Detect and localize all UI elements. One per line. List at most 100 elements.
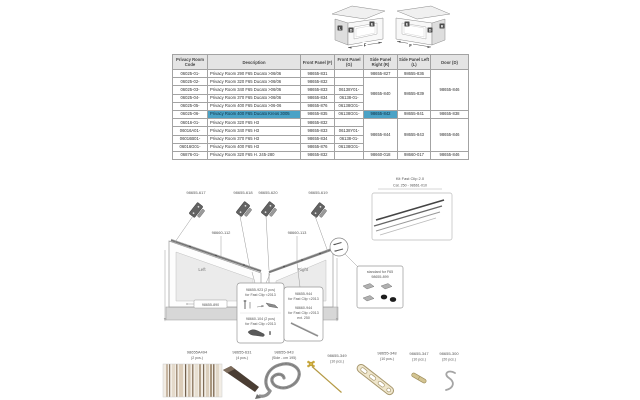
fast-clip-kit-box: Kit Fast Clip 2.0 Cat. 250 - 98661-010 — [371, 176, 453, 241]
panel-letter-E: E — [371, 23, 374, 27]
cell-side-panel-left: 98655-841 — [397, 109, 431, 120]
cell-front-panel-g: 06138Y01- — [334, 126, 364, 136]
bracket-3-image — [261, 201, 277, 217]
cell-description: Privacy Room 290 F65 Ducato >06/06 — [207, 69, 301, 79]
column-header: Side Panel Right (R) — [363, 53, 398, 71]
column-header: Side Panel Left (L) — [397, 53, 431, 71]
bracket-4-image — [311, 202, 327, 218]
column-header: Front Panel (G) — [334, 53, 364, 71]
cell-door: 98655-846 — [430, 118, 469, 152]
column-header: Description — [207, 53, 301, 71]
cell-front-panel-g: 06138G01- — [334, 101, 364, 112]
cell-privacy-room-code: 06025-03- — [172, 85, 208, 95]
cell-side-panel-left: 98655-843 — [397, 118, 431, 152]
cell-side-panel-right: 98655-842 — [363, 109, 398, 120]
screw-clip-icons — [243, 300, 279, 309]
cell-door: 98655-846 — [430, 69, 469, 111]
spare-parts-row: 98655A494 (2 pcs.) 98655-631 (4 pcs.) 98… — [162, 350, 459, 399]
panel-letter-F: F — [364, 43, 367, 48]
cell-description: Privacy Room 400 F65 Ducato >06-06 — [207, 101, 301, 112]
part-code: 98655-347 — [409, 351, 429, 356]
kit-box-title: Kit Fast Clip 2.0 — [396, 176, 425, 181]
fast-clip-callout-right: 98655-944 for Fast Clip <2013 98660-944 … — [283, 286, 324, 342]
left-panel-label: Left — [198, 267, 206, 272]
cell-door: 98655-846 — [430, 150, 469, 161]
fast-clip-callout-left: 98655-923 (2 pcs) for Fast Clip <2013 98… — [236, 282, 285, 344]
cell-privacy-room-code: 06876-01- — [172, 150, 208, 161]
cell-front-panel-g: 06138Y01- — [334, 85, 364, 95]
column-header: Front Panel (F) — [300, 53, 335, 71]
cell-privacy-room-code: 06016A01- — [172, 126, 208, 136]
corner-profile-image — [223, 366, 259, 392]
cell-front-panel-f: 98655-831 — [300, 69, 335, 79]
panel-part-tag: 98655-890 — [193, 299, 228, 309]
callout-left-note-new: for Fast Clip >2013 — [245, 322, 275, 326]
cell-privacy-room-code: 06016B01- — [172, 134, 208, 144]
part-qty: (10 pcs.) — [330, 360, 344, 364]
cell-front-panel-g — [334, 77, 364, 87]
panel-letter-R: R — [441, 25, 444, 29]
long-pin-image — [307, 360, 342, 393]
cell-front-panel-f: 98655-876 — [300, 142, 335, 152]
left-rail-image — [170, 238, 262, 273]
cell-side-panel-right: 98660-018 — [363, 150, 398, 161]
panel-letter-E: E — [406, 23, 409, 27]
callout-left-note-old: for Fast Clip <2013 — [245, 293, 275, 297]
cell-front-panel-g — [334, 150, 364, 161]
cell-front-panel-f: 98655-832 — [300, 150, 335, 161]
callout-right-part-old: 98655-944 — [295, 292, 312, 296]
cell-description: Privacy Room 340 F65 H3 — [207, 126, 301, 136]
screws-detail-circle — [329, 237, 349, 257]
bracket-2-label: 98655-618 — [233, 190, 253, 195]
table-row: 06876-01-Privacy Room 320 F65 H. 245-280… — [172, 150, 469, 161]
part-code: 98655-943 — [274, 350, 294, 355]
column-header: Door (D) — [430, 53, 469, 71]
part-code: 98655A494 — [187, 350, 208, 355]
left-rail-label: 98660-112 — [212, 230, 232, 235]
callout-right-part-new: 98660-944 — [295, 306, 312, 310]
cell-description: Privacy Room 400 F65 Ducato Kreos 3005 — [207, 109, 301, 120]
cell-description: Privacy Room 370 F65 Ducato >06/06 — [207, 93, 301, 103]
panel-letter-D: D — [350, 29, 353, 33]
callout-right-note-new: for Fast Clip >2013 — [288, 311, 318, 315]
cell-privacy-room-code: 06016G01- — [172, 142, 208, 152]
fabric-swatch-image — [162, 363, 223, 398]
callout-right-note-old: for Fast Clip <2013 — [288, 297, 318, 301]
right-panel-label: Right — [298, 267, 309, 272]
left-orientation-box-image: L D E F — [331, 5, 386, 49]
hardware-icons — [362, 283, 397, 302]
cell-front-panel-f: 98655-834 — [300, 134, 335, 144]
table-body: 06025-01-Privacy Room 290 F65 Ducato >06… — [172, 69, 469, 161]
part-code: 98655-300 — [439, 351, 459, 356]
cell-front-panel-f: 98655-833 — [300, 126, 335, 136]
s-hook-image — [445, 370, 456, 391]
cell-front-panel-g: 06138-01- — [334, 93, 364, 103]
part-qty: (2 pcs.) — [191, 356, 203, 360]
cell-side-panel-left: 98655-836 — [397, 69, 431, 79]
panel-letter-L: L — [339, 27, 342, 31]
right-orientation-box-image: E D R F — [395, 5, 451, 49]
bracket-4-label: 98655-619 — [308, 190, 328, 195]
right-rail-label: 98660-113 — [288, 230, 308, 235]
cell-description: Privacy Room 370 F65 H3 — [207, 134, 301, 144]
panel-part-number: 98655-890 — [202, 303, 219, 307]
callout-right-ext: ext. 250 — [297, 316, 310, 320]
part-qty: (10 pcs.) — [380, 357, 394, 361]
callout-left-part-old: 98655-923 (2 pcs) — [246, 288, 275, 292]
table-row: 06025-05-Privacy Room 400 F65 Ducato >06… — [172, 101, 469, 112]
column-header: Privacy Room Code — [172, 53, 208, 71]
standard-hardware-box: standard for F65 98655-899 — [356, 265, 404, 309]
cell-privacy-room-code: 06025-06- — [172, 109, 208, 120]
right-rail-image — [268, 247, 333, 274]
part-qty: (10 pcs.) — [412, 358, 426, 362]
cell-description: Privacy Room 320 F65 Ducato >06/06 — [207, 77, 301, 87]
part-qty: (Side - cm 195) — [272, 356, 297, 360]
cell-door: 98655-838 — [430, 109, 469, 120]
cell-side-panel-left: 98660-017 — [397, 150, 431, 161]
cell-privacy-room-code: 06025-02- — [172, 77, 208, 87]
cell-privacy-room-code: 06025-01- — [172, 69, 208, 79]
